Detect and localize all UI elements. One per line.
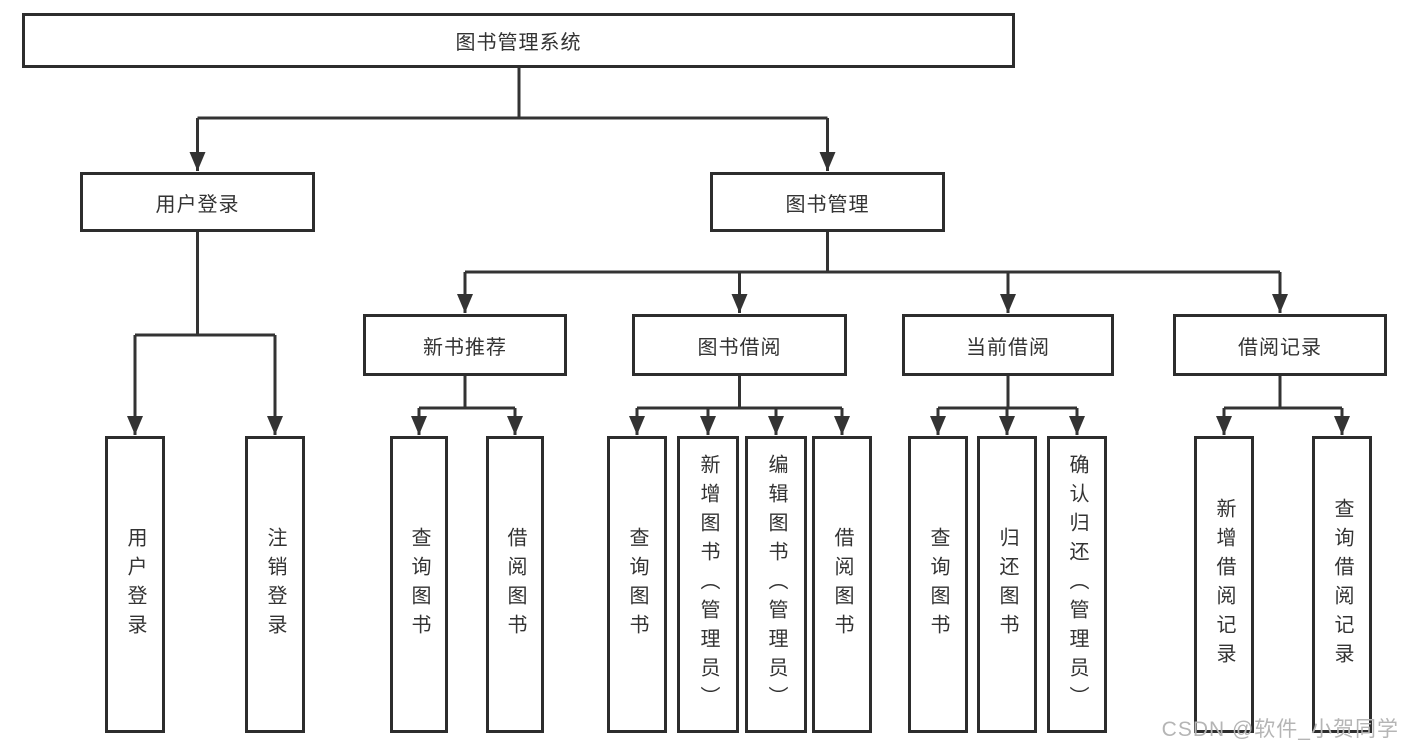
- leaf-bb-add-books-admin: 新增图书（管理员）: [677, 436, 739, 733]
- node-system-root: 图书管理系统: [22, 13, 1015, 68]
- leaf-cb-confirm-return-admin: 确认归还（管理员）: [1047, 436, 1107, 733]
- leaf-bb-add-books-admin-label: 新增图书（管理员）: [697, 454, 719, 715]
- leaf-cb-confirm-return-admin-label: 确认归还（管理员）: [1066, 454, 1088, 715]
- arrow-connectors: [127, 118, 1350, 435]
- node-new-book-recommend: 新书推荐: [363, 314, 567, 376]
- leaf-bb-edit-books-admin: 编辑图书（管理员）: [745, 436, 807, 733]
- leaf-br-add-record-label: 新增借阅记录: [1213, 497, 1235, 672]
- watermark: CSDN @软件_小贺同学: [1161, 718, 1399, 741]
- node-book-management: 图书管理: [710, 172, 945, 232]
- leaf-nb-borrow-books-label: 借阅图书: [504, 526, 526, 643]
- leaf-br-query-record: 查询借阅记录: [1312, 436, 1372, 733]
- node-book-borrowing: 图书借阅: [632, 314, 847, 376]
- leaf-bb-borrow-books: 借阅图书: [812, 436, 872, 733]
- leaf-user-login: 用户登录: [105, 436, 165, 733]
- leaf-bb-query-books: 查询图书: [607, 436, 667, 733]
- leaf-br-query-record-label: 查询借阅记录: [1331, 497, 1353, 672]
- node-current-borrowing: 当前借阅: [902, 314, 1114, 376]
- leaf-bb-edit-books-admin-label: 编辑图书（管理员）: [765, 454, 787, 715]
- leaf-bb-borrow-books-label: 借阅图书: [831, 526, 853, 643]
- leaf-bb-query-books-label: 查询图书: [626, 526, 648, 643]
- leaf-nb-borrow-books: 借阅图书: [486, 436, 544, 733]
- tree-branch-lines: [135, 67, 1342, 410]
- node-user-login: 用户登录: [80, 172, 315, 232]
- leaf-logout-login: 注销登录: [245, 436, 305, 733]
- leaf-nb-query-books-label: 查询图书: [408, 526, 430, 643]
- leaf-logout-login-label: 注销登录: [264, 526, 286, 643]
- leaf-br-add-record: 新增借阅记录: [1194, 436, 1254, 733]
- leaf-nb-query-books: 查询图书: [390, 436, 448, 733]
- leaf-cb-query-books-label: 查询图书: [927, 526, 949, 643]
- leaf-cb-query-books: 查询图书: [908, 436, 968, 733]
- leaf-user-login-label: 用户登录: [124, 526, 146, 643]
- node-borrow-records: 借阅记录: [1173, 314, 1387, 376]
- leaf-cb-return-books-label: 归还图书: [996, 526, 1018, 643]
- leaf-cb-return-books: 归还图书: [977, 436, 1037, 733]
